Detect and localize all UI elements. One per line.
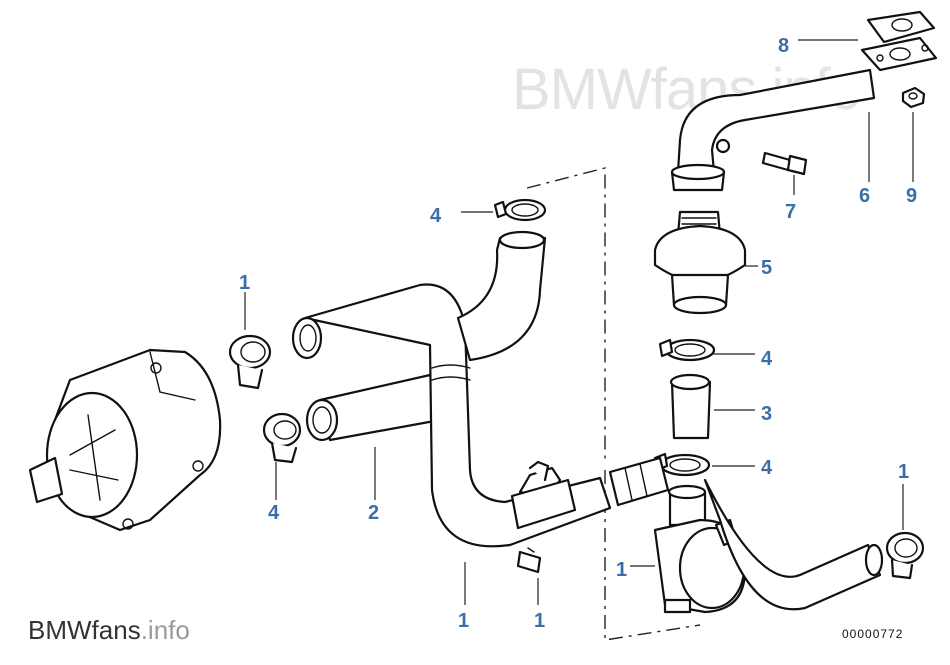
callout-part-3: 3	[761, 403, 773, 425]
vacuum-hose-main	[291, 230, 612, 548]
vacuum-t-piece	[653, 484, 747, 614]
callout-part-6: 6	[859, 185, 871, 207]
hose-clamp	[262, 412, 302, 464]
assembly-guide-line	[526, 167, 606, 460]
brand-bmw: BMW	[28, 615, 92, 645]
hose-clamp	[885, 531, 925, 580]
vacuum-pump	[28, 348, 222, 532]
brand-fans: fans	[91, 615, 141, 645]
callout-part-5: 5	[761, 257, 773, 279]
callout-part-1: 1	[616, 559, 628, 581]
bolt	[516, 547, 542, 574]
callout-part-9: 9	[906, 185, 918, 207]
callout-part-1: 1	[534, 610, 546, 632]
vacuum-hose-lower	[703, 478, 884, 611]
hose-clamp	[228, 334, 272, 390]
hose-2	[305, 373, 442, 442]
hose-3	[669, 373, 712, 440]
callout-part-1: 1	[898, 461, 910, 483]
vacuum-pipe	[670, 68, 876, 192]
bolt	[761, 151, 808, 176]
assembly-guide-line	[604, 470, 701, 641]
callout-part-4: 4	[268, 502, 280, 524]
callout-part-4: 4	[761, 457, 773, 479]
hose-connector	[608, 456, 670, 507]
hose-bracket	[510, 460, 577, 530]
hose-clamp	[493, 198, 547, 222]
check-valve	[653, 210, 747, 315]
brand-logo[interactable]: BMWfans.info	[28, 615, 190, 646]
drawing-number: 00000772	[842, 627, 904, 641]
callout-part-4: 4	[761, 348, 773, 370]
nut	[901, 86, 926, 109]
hose-clamp	[658, 338, 716, 362]
brand-domain: .info	[140, 615, 190, 645]
flange-gasket	[860, 10, 938, 72]
callout-part-8: 8	[778, 35, 790, 57]
callout-part-4: 4	[430, 205, 442, 227]
callout-part-2: 2	[368, 502, 380, 524]
callout-part-7: 7	[785, 201, 797, 223]
callout-part-1: 1	[239, 272, 251, 294]
callout-part-1: 1	[458, 610, 470, 632]
callout-leaders	[244, 39, 914, 605]
